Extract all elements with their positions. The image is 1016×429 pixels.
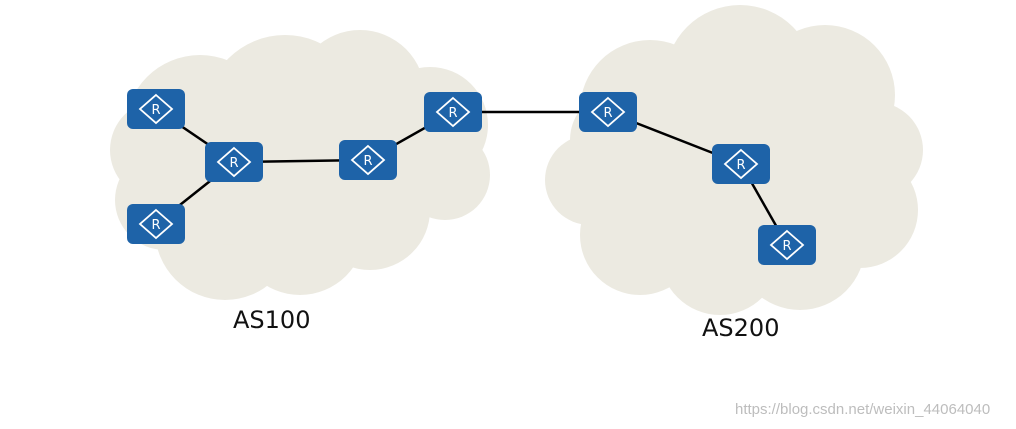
router-icon: R [127,204,185,244]
router-icon: R [127,89,185,129]
router-icon: R [339,140,397,180]
router-diamond-symbol [769,229,805,261]
router-symbol-letter: R [448,106,457,121]
router-body [424,92,482,132]
router-symbol-letter: R [229,156,238,171]
router-body [712,144,770,184]
router-diamond-symbol [138,93,174,125]
router-body [758,225,816,265]
router-symbol-letter: R [363,154,372,169]
router-diamond-symbol [590,96,626,128]
router-symbol-letter: R [603,106,612,121]
router-icon: R [758,225,816,265]
cloud-as100 [110,30,490,300]
router-diamond-symbol [216,146,252,178]
router-icon: R [712,144,770,184]
router-body [579,92,637,132]
watermark-url: https://blog.csdn.net/weixin_44064040 [735,401,991,418]
router-icon: R [205,142,263,182]
as100-label: AS100 [233,306,311,334]
router-diamond-symbol [723,148,759,180]
router-icon: R [424,92,482,132]
router-diamond-symbol [435,96,471,128]
router-symbol-letter: R [151,218,160,233]
router-body [127,204,185,244]
router-symbol-letter: R [736,158,745,173]
router-icon: R [579,92,637,132]
router-symbol-letter: R [782,239,791,254]
as200-label: AS200 [702,314,780,342]
router-diamond-symbol [138,208,174,240]
router-body [127,89,185,129]
router-body [339,140,397,180]
router-symbol-letter: R [151,103,160,118]
router-body [205,142,263,182]
router-diamond-symbol [350,144,386,176]
